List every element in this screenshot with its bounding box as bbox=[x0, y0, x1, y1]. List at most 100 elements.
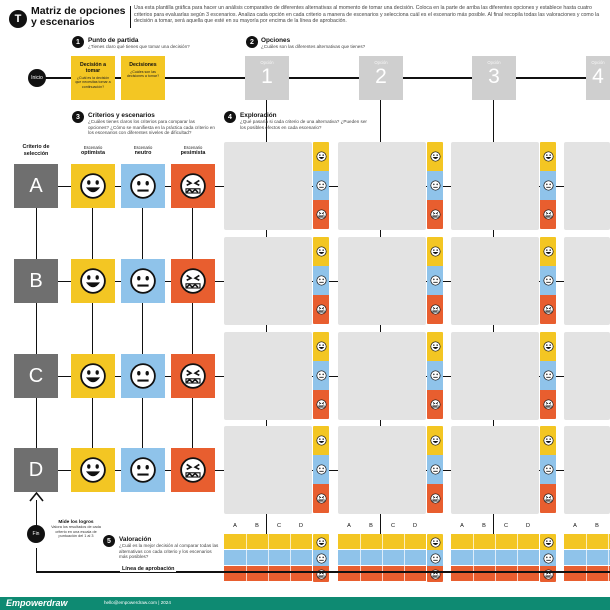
strip-neutral[interactable] bbox=[427, 550, 443, 566]
strip-pessimist[interactable] bbox=[540, 390, 556, 419]
decisions-box[interactable]: Decisiones ¿Cuáles son las decisiones a … bbox=[121, 56, 165, 100]
option-label: Opción bbox=[591, 60, 605, 65]
happy-face-icon bbox=[430, 246, 441, 257]
valuation-column-header: D bbox=[298, 523, 304, 529]
criteria-d[interactable]: D bbox=[14, 448, 58, 492]
exploration-panel[interactable] bbox=[451, 426, 539, 514]
strip-neutral[interactable] bbox=[313, 550, 329, 566]
strip-pessimist[interactable] bbox=[313, 295, 329, 324]
valuation-cell-divider bbox=[473, 550, 474, 565]
strip-optimist[interactable] bbox=[313, 534, 329, 550]
exploration-panel[interactable] bbox=[224, 237, 312, 325]
exploration-panel[interactable] bbox=[564, 426, 610, 514]
decision-box[interactable]: Decisión a tomar ¿Cuál es la decisión qu… bbox=[71, 56, 115, 100]
strip-pessimist[interactable] bbox=[313, 566, 329, 582]
pessimist-cell[interactable] bbox=[171, 354, 215, 398]
timeline-line bbox=[38, 77, 610, 79]
strip-optimist[interactable] bbox=[540, 142, 556, 171]
valuation-row-neutral[interactable] bbox=[338, 550, 426, 565]
happy-face-icon bbox=[79, 172, 107, 200]
valuation-row-pessimist[interactable] bbox=[224, 566, 312, 581]
valuation-row-neutral[interactable] bbox=[564, 550, 610, 565]
strip-optimist[interactable] bbox=[540, 237, 556, 266]
valuation-row-optimist[interactable] bbox=[564, 534, 610, 549]
exploration-panel[interactable] bbox=[451, 237, 539, 325]
valuation-row-pessimist[interactable] bbox=[564, 566, 610, 581]
sad-face-icon bbox=[430, 493, 441, 504]
strip-pessimist[interactable] bbox=[427, 484, 443, 513]
exploration-panel[interactable] bbox=[451, 142, 539, 230]
exploration-panel[interactable] bbox=[338, 332, 426, 420]
strip-pessimist[interactable] bbox=[427, 566, 443, 582]
criteria-a[interactable]: A bbox=[14, 164, 58, 208]
strip-neutral[interactable] bbox=[540, 550, 556, 566]
valuation-row-neutral[interactable] bbox=[451, 550, 539, 565]
strip-optimist[interactable] bbox=[540, 534, 556, 550]
valuation-row-neutral[interactable] bbox=[224, 550, 312, 565]
strip-optimist[interactable] bbox=[427, 142, 443, 171]
strip-optimist[interactable] bbox=[313, 237, 329, 266]
neutral-header-label: neutro bbox=[134, 150, 152, 156]
strip-pessimist[interactable] bbox=[540, 200, 556, 229]
option-4-box[interactable]: Opción 4 bbox=[586, 56, 610, 100]
option-3-box[interactable]: Opción 3 bbox=[472, 56, 516, 100]
neutral-cell[interactable] bbox=[121, 448, 165, 492]
criteria-c[interactable]: C bbox=[14, 354, 58, 398]
optimist-cell[interactable] bbox=[71, 164, 115, 208]
strip-pessimist[interactable] bbox=[540, 484, 556, 513]
pessimist-cell[interactable] bbox=[171, 164, 215, 208]
exploration-panel[interactable] bbox=[224, 142, 312, 230]
sad-face-icon bbox=[179, 362, 207, 390]
valuation-column-header: B bbox=[482, 523, 486, 529]
exploration-panel[interactable] bbox=[338, 142, 426, 230]
strip-optimist[interactable] bbox=[427, 534, 443, 550]
strip-pessimist[interactable] bbox=[540, 295, 556, 324]
strip-pessimist[interactable] bbox=[313, 200, 329, 229]
optimist-cell[interactable] bbox=[71, 259, 115, 303]
strip-optimist[interactable] bbox=[427, 426, 443, 455]
strip-optimist[interactable] bbox=[427, 332, 443, 361]
valuation-row-optimist[interactable] bbox=[224, 534, 312, 549]
scenario-strip bbox=[313, 534, 329, 582]
valuation-row-pessimist[interactable] bbox=[338, 566, 426, 581]
strip-pessimist[interactable] bbox=[540, 566, 556, 582]
criteria-header: Criterio de selección bbox=[22, 144, 50, 157]
valuation-row-optimist[interactable] bbox=[451, 534, 539, 549]
strip-optimist[interactable] bbox=[427, 237, 443, 266]
optimist-cell[interactable] bbox=[71, 448, 115, 492]
strip-pessimist[interactable] bbox=[313, 484, 329, 513]
exploration-panel[interactable] bbox=[338, 426, 426, 514]
exploration-panel[interactable] bbox=[564, 237, 610, 325]
strip-pessimist[interactable] bbox=[427, 295, 443, 324]
option-2-box[interactable]: Opción 2 bbox=[359, 56, 403, 100]
optimist-cell[interactable] bbox=[71, 354, 115, 398]
strip-optimist[interactable] bbox=[313, 332, 329, 361]
exploration-panel[interactable] bbox=[564, 332, 610, 420]
strip-optimist[interactable] bbox=[540, 426, 556, 455]
strip-optimist[interactable] bbox=[540, 332, 556, 361]
footer-email[interactable]: hello@empowerdraw.com bbox=[104, 600, 157, 605]
valuation-cell-divider bbox=[586, 550, 587, 565]
valuation-row-optimist[interactable] bbox=[338, 534, 426, 549]
neutral-cell[interactable] bbox=[121, 354, 165, 398]
exploration-panel[interactable] bbox=[451, 332, 539, 420]
option-1-box[interactable]: Opción 1 bbox=[245, 56, 289, 100]
exploration-panel[interactable] bbox=[338, 237, 426, 325]
strip-pessimist[interactable] bbox=[313, 390, 329, 419]
approval-line-connector bbox=[36, 548, 37, 572]
exploration-panel[interactable] bbox=[564, 142, 610, 230]
valuation-column-header: C bbox=[503, 523, 509, 529]
pessimist-cell[interactable] bbox=[171, 259, 215, 303]
row-d-line bbox=[58, 470, 610, 471]
pessimist-cell[interactable] bbox=[171, 448, 215, 492]
valuation-row-pessimist[interactable] bbox=[451, 566, 539, 581]
strip-pessimist[interactable] bbox=[427, 390, 443, 419]
neutral-cell[interactable] bbox=[121, 164, 165, 208]
neutral-cell[interactable] bbox=[121, 259, 165, 303]
strip-pessimist[interactable] bbox=[427, 200, 443, 229]
strip-optimist[interactable] bbox=[313, 426, 329, 455]
strip-optimist[interactable] bbox=[313, 142, 329, 171]
exploration-panel[interactable] bbox=[224, 426, 312, 514]
criteria-b[interactable]: B bbox=[14, 259, 58, 303]
exploration-panel[interactable] bbox=[224, 332, 312, 420]
